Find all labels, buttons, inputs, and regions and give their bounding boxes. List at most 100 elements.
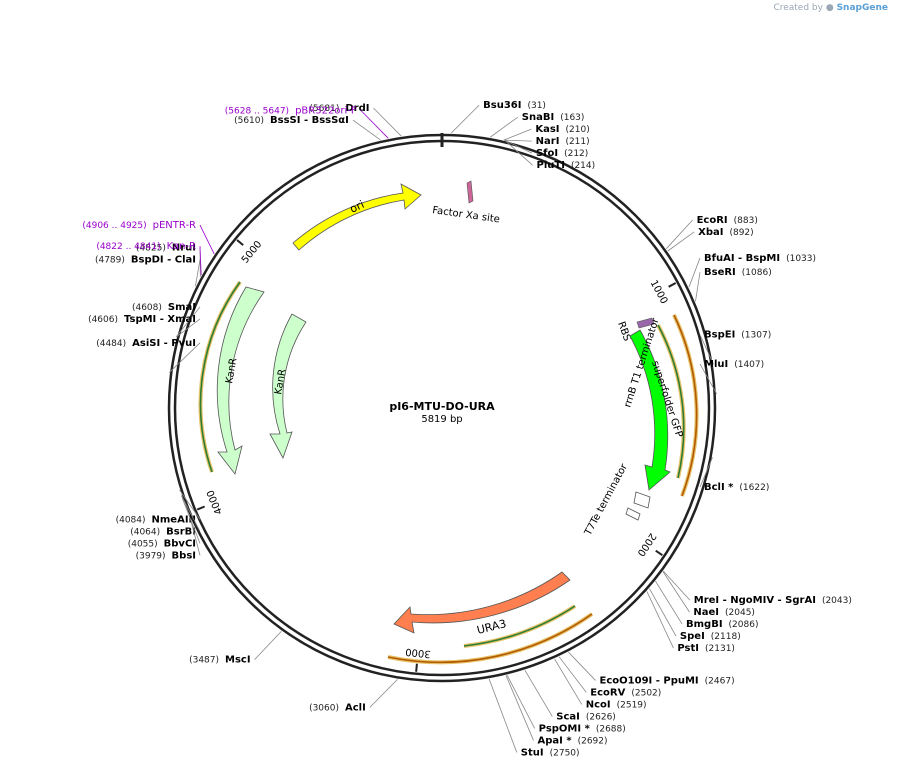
enzyme-site-label[interactable]: (4608)SmaI [132, 302, 196, 313]
enzyme-site-label[interactable]: (3487)MscI [189, 655, 251, 666]
enzyme-leader [655, 581, 683, 625]
enzyme-site-label[interactable]: SpeI(2118) [680, 631, 741, 642]
primer-leader [199, 224, 215, 255]
enzyme-leader [505, 675, 534, 741]
primer-site-label[interactable]: (4822 .. 4841)Kan-R [96, 241, 196, 252]
enzyme-site-label[interactable]: (3060)AclI [309, 702, 366, 713]
ori-feature[interactable] [292, 183, 422, 251]
ura3-label: URA3 [476, 617, 508, 637]
enzyme-site-label[interactable]: SnaBI(163) [522, 112, 585, 123]
enzyme-site-label[interactable]: (5681)DrdI [309, 103, 369, 114]
enzyme-leader [558, 656, 587, 693]
enzyme-leader [699, 457, 713, 488]
enzyme-site-label[interactable]: BseRI(1086) [704, 267, 772, 278]
kanr-outer-label: KanR [224, 357, 239, 384]
rrnb-feature[interactable] [633, 491, 651, 509]
enzyme-leader [369, 679, 398, 708]
enzyme-leader [195, 259, 201, 287]
enzyme-site-label[interactable]: (4484)AsiSI - PvuI [96, 338, 196, 349]
enzyme-leader [506, 674, 536, 729]
kanr-orf [199, 281, 241, 473]
enzyme-site-label[interactable]: MreI - NgoMIV - SgrAI(2043) [694, 595, 852, 606]
enzyme-leader [352, 119, 381, 141]
enzyme-leader [254, 630, 282, 660]
enzyme-site-label[interactable]: NarI(211) [536, 136, 590, 147]
enzyme-site-label[interactable]: (4606)TspMI - XmaI [88, 314, 196, 325]
ura3-feature[interactable] [393, 571, 571, 634]
t7te-feature[interactable] [625, 507, 641, 521]
enzyme-site-label[interactable]: BmgBI(2086) [686, 619, 758, 630]
tick-mark [655, 549, 663, 556]
tick-mark [196, 505, 206, 511]
enzyme-site-label[interactable]: XbaI(892) [698, 227, 754, 238]
kanr-inner-feature[interactable] [269, 313, 307, 459]
enzyme-site-label[interactable]: BspEI(1307) [704, 330, 771, 341]
enzyme-site-label[interactable]: (3979)BbsI [136, 550, 196, 561]
enzyme-site-label[interactable]: PspOMI *(2688) [539, 723, 626, 734]
enzyme-site-label[interactable]: (4064)BsrBI [130, 526, 196, 537]
tick-label: 2000 [635, 531, 658, 558]
enzyme-site-label[interactable]: (4789)BspDI - ClaI [95, 255, 196, 266]
enzyme-site-label[interactable]: NcoI(2519) [586, 699, 647, 710]
enzyme-leader [663, 570, 691, 601]
tick-label: 1000 [648, 278, 670, 306]
enzyme-site-label[interactable]: (4825)NruI [136, 243, 196, 254]
enzyme-site-label[interactable]: ApaI *(2692) [538, 735, 608, 746]
enzyme-leader [176, 318, 201, 338]
factor-xa-feature[interactable] [466, 180, 474, 204]
ori-label: ori [348, 198, 366, 216]
enzyme-site-label[interactable]: BfuAI - BspMI(1033) [704, 253, 816, 264]
enzyme-site-label[interactable]: (4084)NmeAIII [116, 514, 196, 525]
tick-mark [236, 239, 244, 246]
snapgene-credit: Created by ● SnapGene [773, 3, 888, 13]
primer-leader [199, 246, 202, 276]
snapgene-logo-icon: ● [825, 3, 834, 13]
credit-prefix: Created by [773, 3, 823, 13]
enzyme-site-label[interactable]: KasI(210) [535, 124, 589, 135]
enzyme-leader [554, 658, 583, 705]
ura3-orf [463, 605, 576, 647]
enzyme-site-label[interactable]: StuI(2750) [521, 747, 580, 758]
enzyme-site-label[interactable]: PstI(2131) [677, 643, 735, 654]
enzyme-leader [695, 272, 701, 302]
enzyme-site-label[interactable]: SfoI(212) [536, 148, 588, 159]
enzyme-leader [179, 489, 201, 520]
enzyme-site-label[interactable]: EcoRV(2502) [590, 687, 661, 698]
tick-mark [415, 663, 418, 672]
tick-label: 5000 [240, 239, 265, 266]
enzyme-site-label[interactable]: (4055)BbvCI [128, 538, 196, 549]
kanr-outer-feature[interactable] [216, 286, 265, 475]
enzyme-leader [568, 651, 596, 681]
enzyme-site-label[interactable]: NaeI(2045) [693, 607, 755, 618]
enzyme-site-label[interactable]: BclI *(1622) [704, 482, 769, 493]
primer-leader [360, 109, 389, 139]
enzyme-leader [180, 495, 201, 532]
enzyme-site-label[interactable]: ScaI(2626) [556, 711, 616, 722]
enzyme-leader [169, 342, 201, 373]
primer-site-label[interactable]: (4906 .. 4925)pENTR-R [82, 220, 196, 231]
enzyme-site-label[interactable]: EcoRI(883) [697, 215, 758, 226]
plasmid-length: 5819 bp [421, 414, 462, 425]
enzyme-site-label[interactable]: (5610)BssSI - BssSαI [234, 115, 349, 126]
enzyme-leader [176, 306, 201, 337]
enzyme-leader [649, 588, 677, 637]
primer-site-label[interactable]: (5628 .. 5647)pBR322ori-F [225, 105, 357, 116]
enzyme-site-label[interactable]: MluI(1407) [704, 359, 764, 370]
gfp-orf [657, 324, 685, 479]
enzyme-site-label[interactable]: Bsu36I(31) [483, 100, 546, 111]
enzyme-leader [489, 116, 519, 138]
enzyme-site-label[interactable]: PluTI(214) [537, 160, 596, 171]
enzyme-leader [699, 363, 717, 395]
enzyme-leader [524, 670, 553, 717]
plasmid-name: pI6-MTU-DO-URA [389, 400, 495, 413]
rbs-label: RBS [615, 320, 632, 343]
enzyme-sites: Bsu36I(31)SnaBI(163)KasI(210)NarI(211)Sf… [88, 100, 852, 758]
gfp-feature[interactable] [629, 329, 671, 491]
rbs-feature[interactable] [636, 317, 655, 329]
enzyme-site-label[interactable]: EcoO109I - PpuMI(2467) [600, 675, 735, 686]
tick-mark [668, 282, 677, 288]
enzyme-leader [504, 140, 533, 166]
enzyme-leader [488, 678, 518, 753]
